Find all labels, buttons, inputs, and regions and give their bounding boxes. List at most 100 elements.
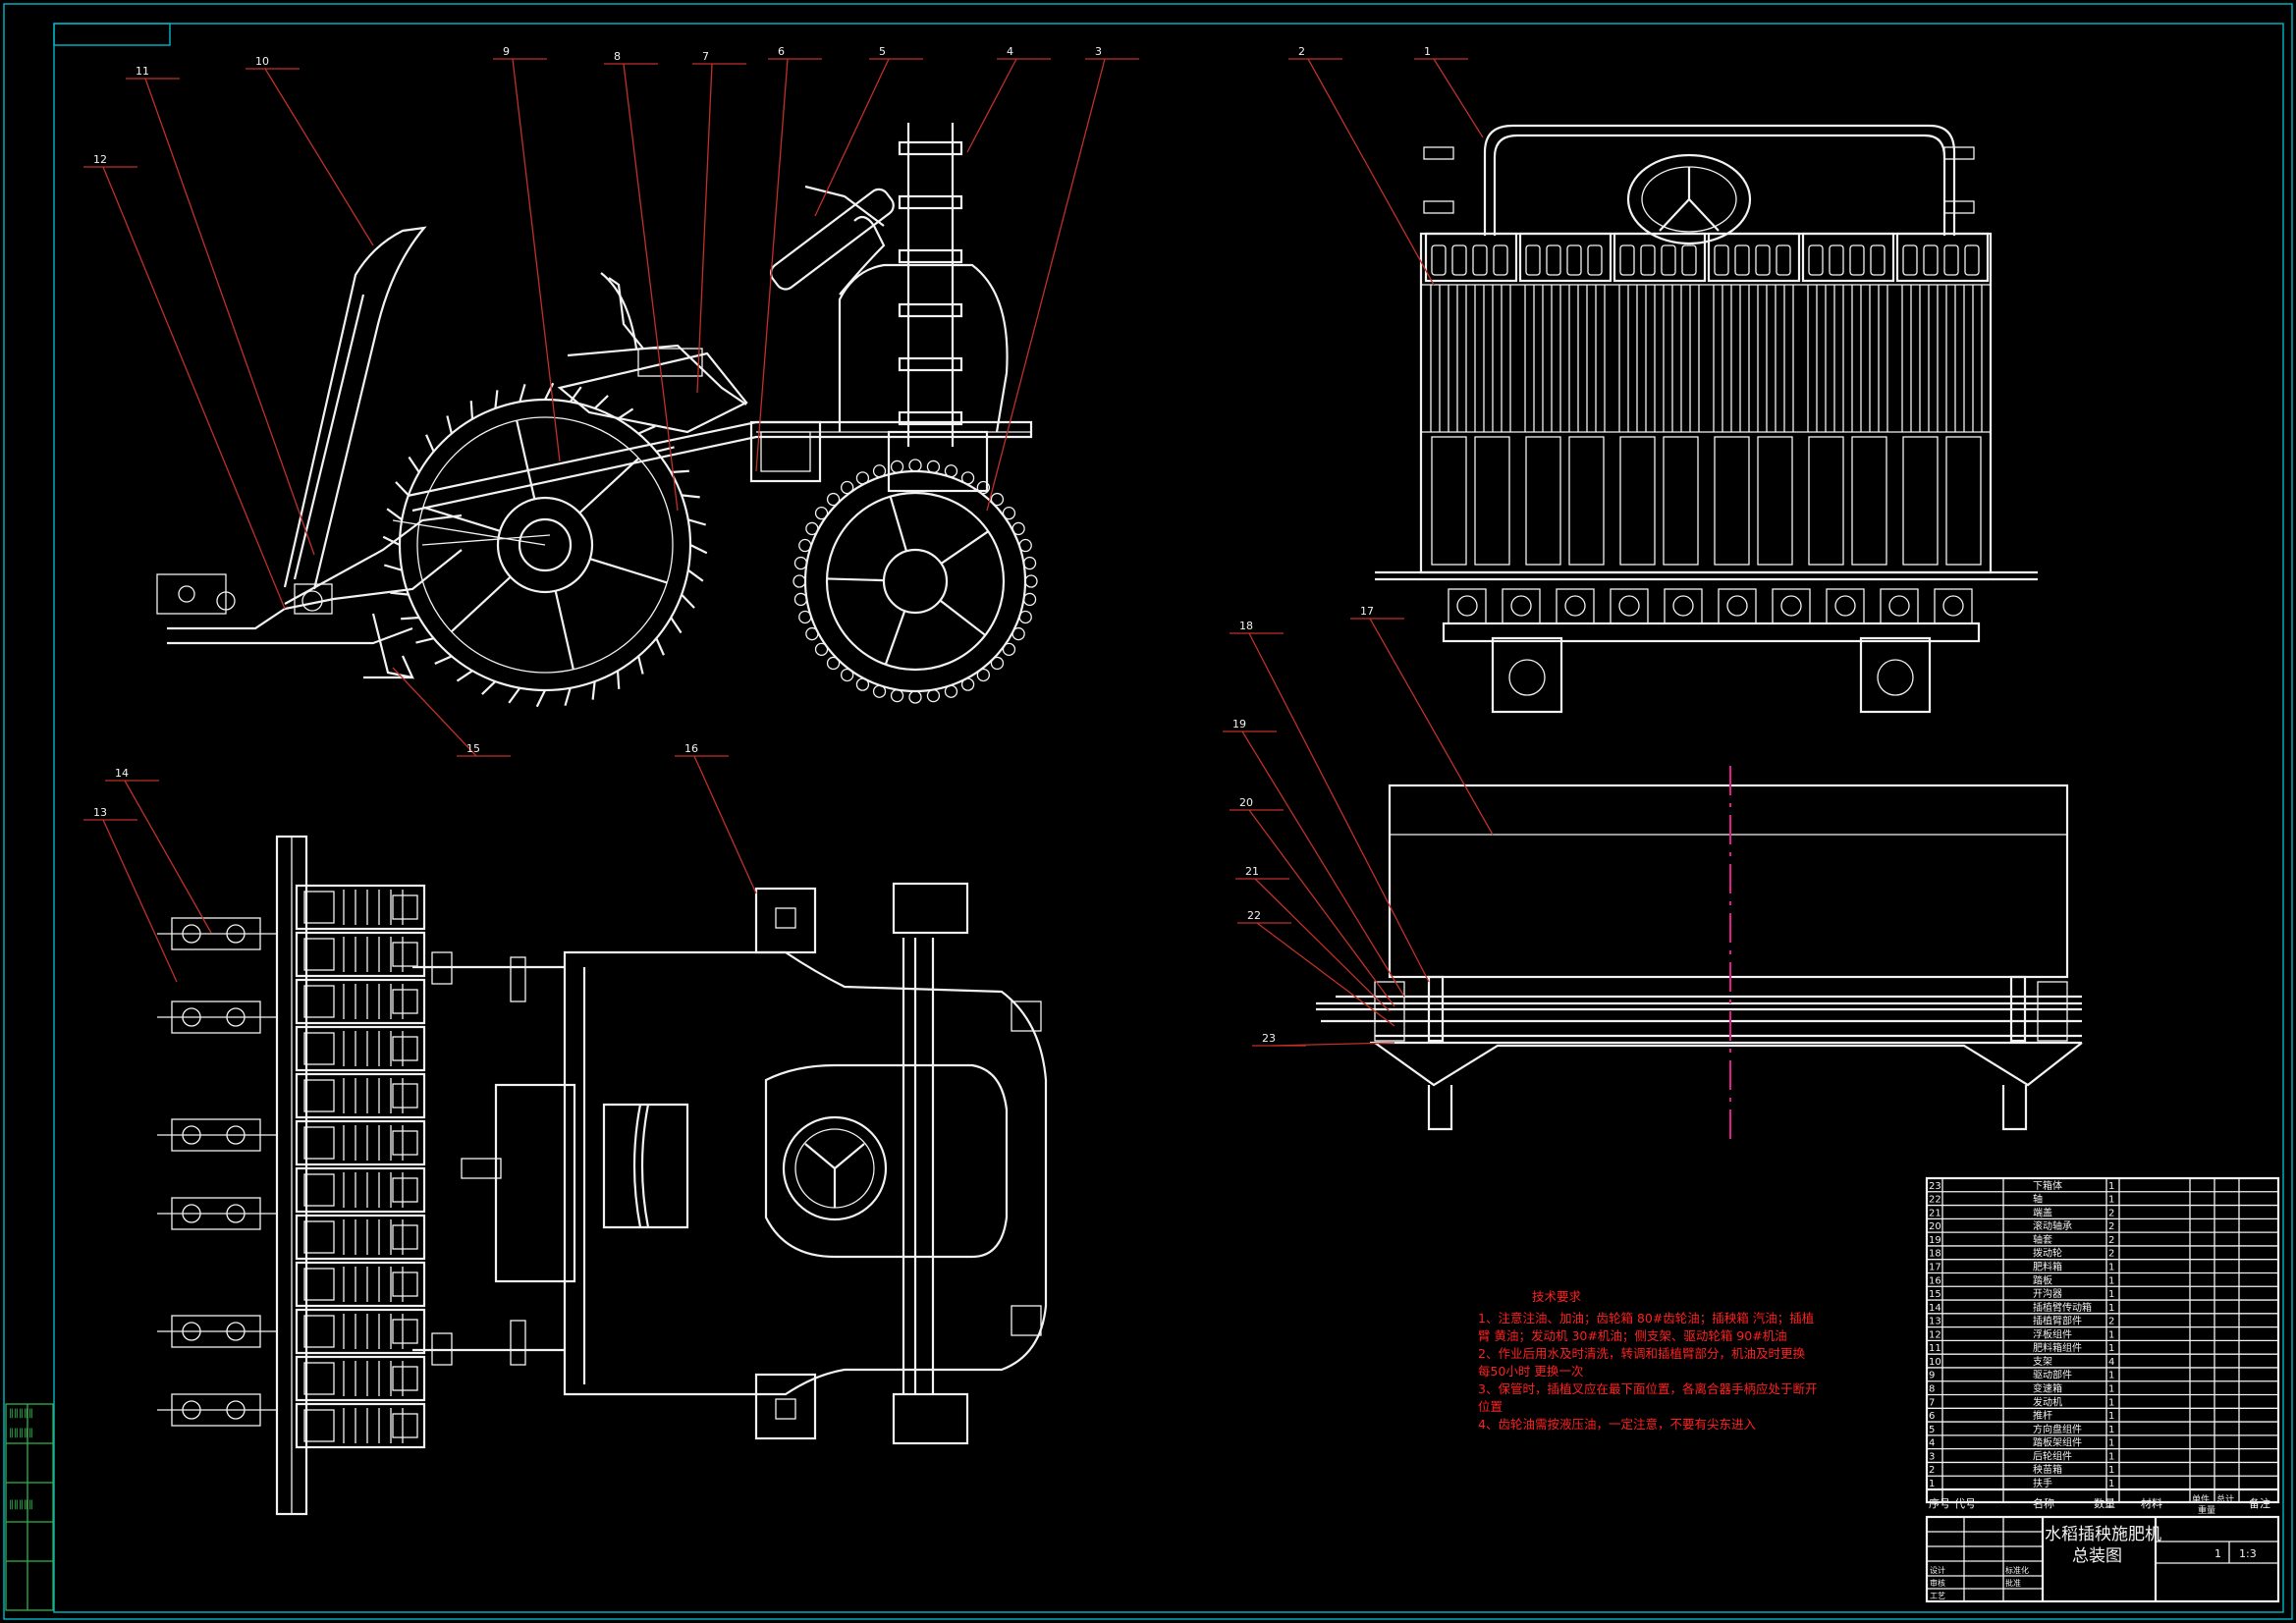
bom-row-no: 5 [1929, 1425, 1935, 1435]
top-view [157, 835, 1048, 1516]
part-balloon-18: 18 [1239, 620, 1253, 632]
bom-row-no: 18 [1929, 1249, 1941, 1260]
bom-row-no: 22 [1929, 1195, 1941, 1206]
leader-line [1248, 809, 1395, 1007]
svg-text:‖‖‖‖‖: ‖‖‖‖‖ [9, 1428, 33, 1438]
leader-line [623, 63, 679, 512]
part-balloon-20: 20 [1239, 796, 1253, 809]
bom-header-name: 名称 [2033, 1496, 2054, 1510]
bom-row-qty: 1 [2108, 1343, 2114, 1354]
side-view [156, 123, 1038, 708]
leader-line [755, 58, 789, 472]
leader-line [696, 63, 713, 394]
part-balloon-6: 6 [778, 45, 785, 58]
bom-row-no: 20 [1929, 1221, 1941, 1232]
bom-header-qty: 数量 [2094, 1497, 2115, 1510]
bom-row-no: 15 [1929, 1289, 1941, 1300]
bom-row-no: 23 [1929, 1181, 1941, 1192]
leader-line [124, 780, 212, 934]
note-line: 1、注意注油、加油；齿轮箱 80#齿轮油；插秧箱 汽油；插植 [1478, 1311, 1814, 1325]
bom-row-no: 19 [1929, 1235, 1941, 1246]
bom-row-name: 端盖 [2033, 1206, 2052, 1218]
technical-notes: 技术要求 1、注意注油、加油；齿轮箱 80#齿轮油；插秧箱 汽油；插植 臂 黄油… [1478, 1289, 1817, 1432]
bom-header-remark: 备注 [2249, 1496, 2270, 1510]
bom-row-no: 12 [1929, 1329, 1941, 1340]
part-balloon-11: 11 [136, 65, 149, 78]
leader-line [986, 58, 1106, 512]
part-balloon-22: 22 [1247, 909, 1261, 922]
svg-text:‖‖‖‖‖: ‖‖‖‖‖ [9, 1408, 33, 1419]
part-balloon-17: 17 [1360, 605, 1374, 618]
bom-header-total-weight: 总计 [2216, 1493, 2234, 1505]
leader-line [1241, 730, 1405, 998]
role-label: 设计 [1930, 1565, 1945, 1575]
leader-line [966, 58, 1017, 153]
leader-line [1369, 618, 1494, 836]
part-balloon-9: 9 [503, 45, 510, 58]
part-balloon-21: 21 [1245, 865, 1259, 878]
svg-text:‖‖‖‖‖: ‖‖‖‖‖ [9, 1499, 33, 1510]
bom-row-qty: 1 [2108, 1181, 2114, 1192]
bom-row-no: 10 [1929, 1357, 1941, 1368]
part-balloon-5: 5 [879, 45, 886, 58]
bom-row-name: 驱动部件 [2033, 1369, 2072, 1381]
front-view [1375, 124, 2038, 714]
role-label: 标准化 [2005, 1565, 2029, 1575]
bom-row-qty: 1 [2108, 1479, 2114, 1489]
part-balloon-15: 15 [466, 742, 480, 755]
planting-claws-side [156, 573, 333, 615]
leader-line [264, 68, 374, 246]
part-balloon-23: 23 [1262, 1032, 1276, 1045]
bom-row-no: 8 [1929, 1384, 1935, 1395]
bom-row-qty: 4 [2108, 1357, 2114, 1368]
leader-line [1271, 1042, 1395, 1047]
bom-row-qty: 1 [2108, 1371, 2114, 1381]
notes-heading: 技术要求 [1532, 1289, 1582, 1304]
note-line: 2、作业后用水及时清洗，转调和插植臂部分，机油及时更换 [1478, 1346, 1805, 1361]
leader-line [1254, 878, 1391, 1012]
fertilizer-box-section [1316, 766, 2083, 1139]
bom-row-name: 轴套 [2033, 1233, 2052, 1246]
bom-row-qty: 2 [2108, 1208, 2114, 1218]
note-line: 3、保管时，插植叉应在最下面位置，各离合器手柄应处于断开 [1478, 1381, 1817, 1396]
bom-header-code: 代号 [1954, 1497, 1976, 1510]
bom-row-qty: 1 [2108, 1275, 2114, 1286]
bom-row-qty: 1 [2108, 1425, 2114, 1435]
drawing-subtitle: 总装图 [2072, 1546, 2122, 1566]
leader-line [693, 755, 757, 894]
bom-row-name: 支架 [2033, 1356, 2052, 1368]
bom-row-name: 开沟器 [2033, 1287, 2062, 1300]
leader-line [1248, 632, 1430, 983]
leader-line [102, 166, 286, 610]
bom-row-name: 下箱体 [2033, 1179, 2062, 1192]
bom-row-no: 17 [1929, 1262, 1941, 1272]
rear-wheel [793, 459, 1038, 704]
bom-row-qty: 2 [2108, 1221, 2114, 1232]
bom-row-name: 后轮组件 [2033, 1449, 2072, 1462]
bom-row-name: 踏板 [2033, 1273, 2052, 1286]
bom-row-name: 踏板架组件 [2033, 1436, 2082, 1449]
note-line: 每50小时 更换一次 [1478, 1364, 1583, 1379]
drawing-scale: 1:3 [2239, 1547, 2257, 1560]
bom-row-qty: 1 [2108, 1195, 2114, 1206]
leader-line [144, 78, 315, 556]
part-balloon-3: 3 [1095, 45, 1102, 58]
bom-row-no: 21 [1929, 1208, 1941, 1218]
leader-line [814, 58, 890, 217]
bom-row-no: 16 [1929, 1275, 1941, 1286]
title-block: 水稻插秧施肥机 总装图 1:3 1 设计 审核 工艺 标准化 批准 [1925, 1515, 2280, 1603]
drive-wheel [382, 382, 708, 708]
bom-row-qty: 1 [2108, 1289, 2114, 1300]
bom-row-qty: 2 [2108, 1317, 2114, 1327]
note-line: 位置 [1478, 1399, 1503, 1414]
part-balloon-13: 13 [93, 806, 107, 819]
bom-row-no: 2 [1929, 1465, 1935, 1476]
leader-line [1256, 922, 1395, 1027]
bom-row-no: 9 [1929, 1371, 1935, 1381]
bom-row-name: 轴 [2033, 1193, 2043, 1206]
bom-header-unit-weight: 单件 [2192, 1493, 2210, 1505]
left-stamp-strip: ‖‖‖‖‖ ‖‖‖‖‖ ‖‖‖‖‖ [5, 1403, 54, 1611]
bom-row-qty: 1 [2108, 1438, 2114, 1449]
